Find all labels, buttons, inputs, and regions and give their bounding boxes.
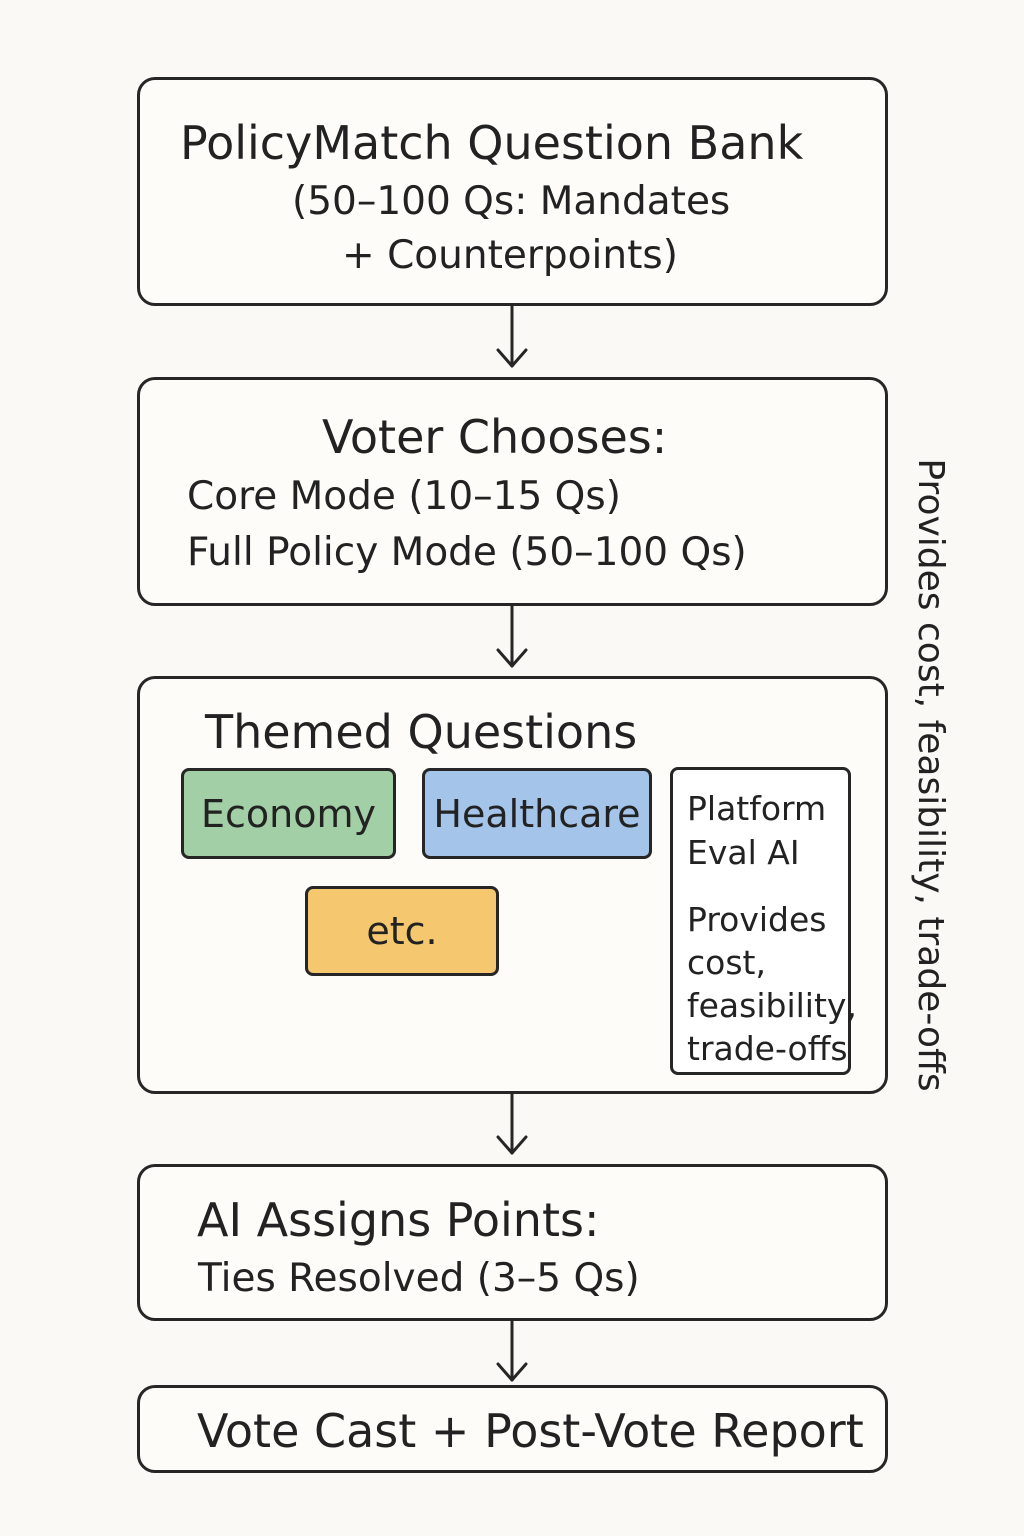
question-bank-title: PolicyMatch Question Bank: [180, 116, 804, 170]
ties-resolved-label: Ties Resolved (3–5 Qs): [198, 1256, 640, 1301]
platform-label: Platform: [687, 789, 827, 828]
healthcare-chip: Healthcare: [422, 768, 652, 859]
cost-label: cost,: [687, 943, 766, 982]
arrow-bank-to-voter: [496, 303, 528, 368]
voter-chooses-title: Voter Chooses:: [322, 410, 668, 464]
full-policy-mode-label: Full Policy Mode (50–100 Qs): [187, 530, 747, 575]
economy-chip: Economy: [181, 768, 396, 859]
etc-chip: etc.: [305, 886, 499, 976]
themed-questions-title: Themed Questions: [205, 705, 638, 759]
trade-offs-label: trade-offs: [687, 1029, 848, 1068]
provides-label: Provides: [687, 900, 827, 939]
question-bank-line1: (50–100 Qs: Mandates: [292, 179, 731, 224]
arrow-voter-to-themed: [496, 603, 528, 668]
side-label-vertical: Provides cost, feasibility, trade-offs: [910, 458, 951, 1092]
arrow-themed-to-ai: [496, 1091, 528, 1155]
feasibility-label: feasibility,: [687, 986, 857, 1025]
voter-chooses-box: Voter Chooses: Core Mode (10–15 Qs) Full…: [137, 377, 888, 606]
question-bank-box: PolicyMatch Question Bank (50–100 Qs: Ma…: [137, 77, 888, 306]
vote-cast-title: Vote Cast + Post-Vote Report: [197, 1404, 864, 1458]
arrow-ai-to-final: [496, 1319, 528, 1382]
eval-ai-label: Eval AI: [687, 833, 800, 872]
ai-assigns-title: AI Assigns Points:: [197, 1193, 600, 1247]
vote-cast-box: Vote Cast + Post-Vote Report: [137, 1385, 888, 1473]
ai-assigns-box: AI Assigns Points: Ties Resolved (3–5 Qs…: [137, 1164, 888, 1321]
question-bank-line2: + Counterpoints): [342, 233, 678, 278]
core-mode-label: Core Mode (10–15 Qs): [187, 474, 621, 519]
platform-eval-ai-box: Platform Eval AI Provides cost, feasibil…: [670, 767, 857, 1075]
